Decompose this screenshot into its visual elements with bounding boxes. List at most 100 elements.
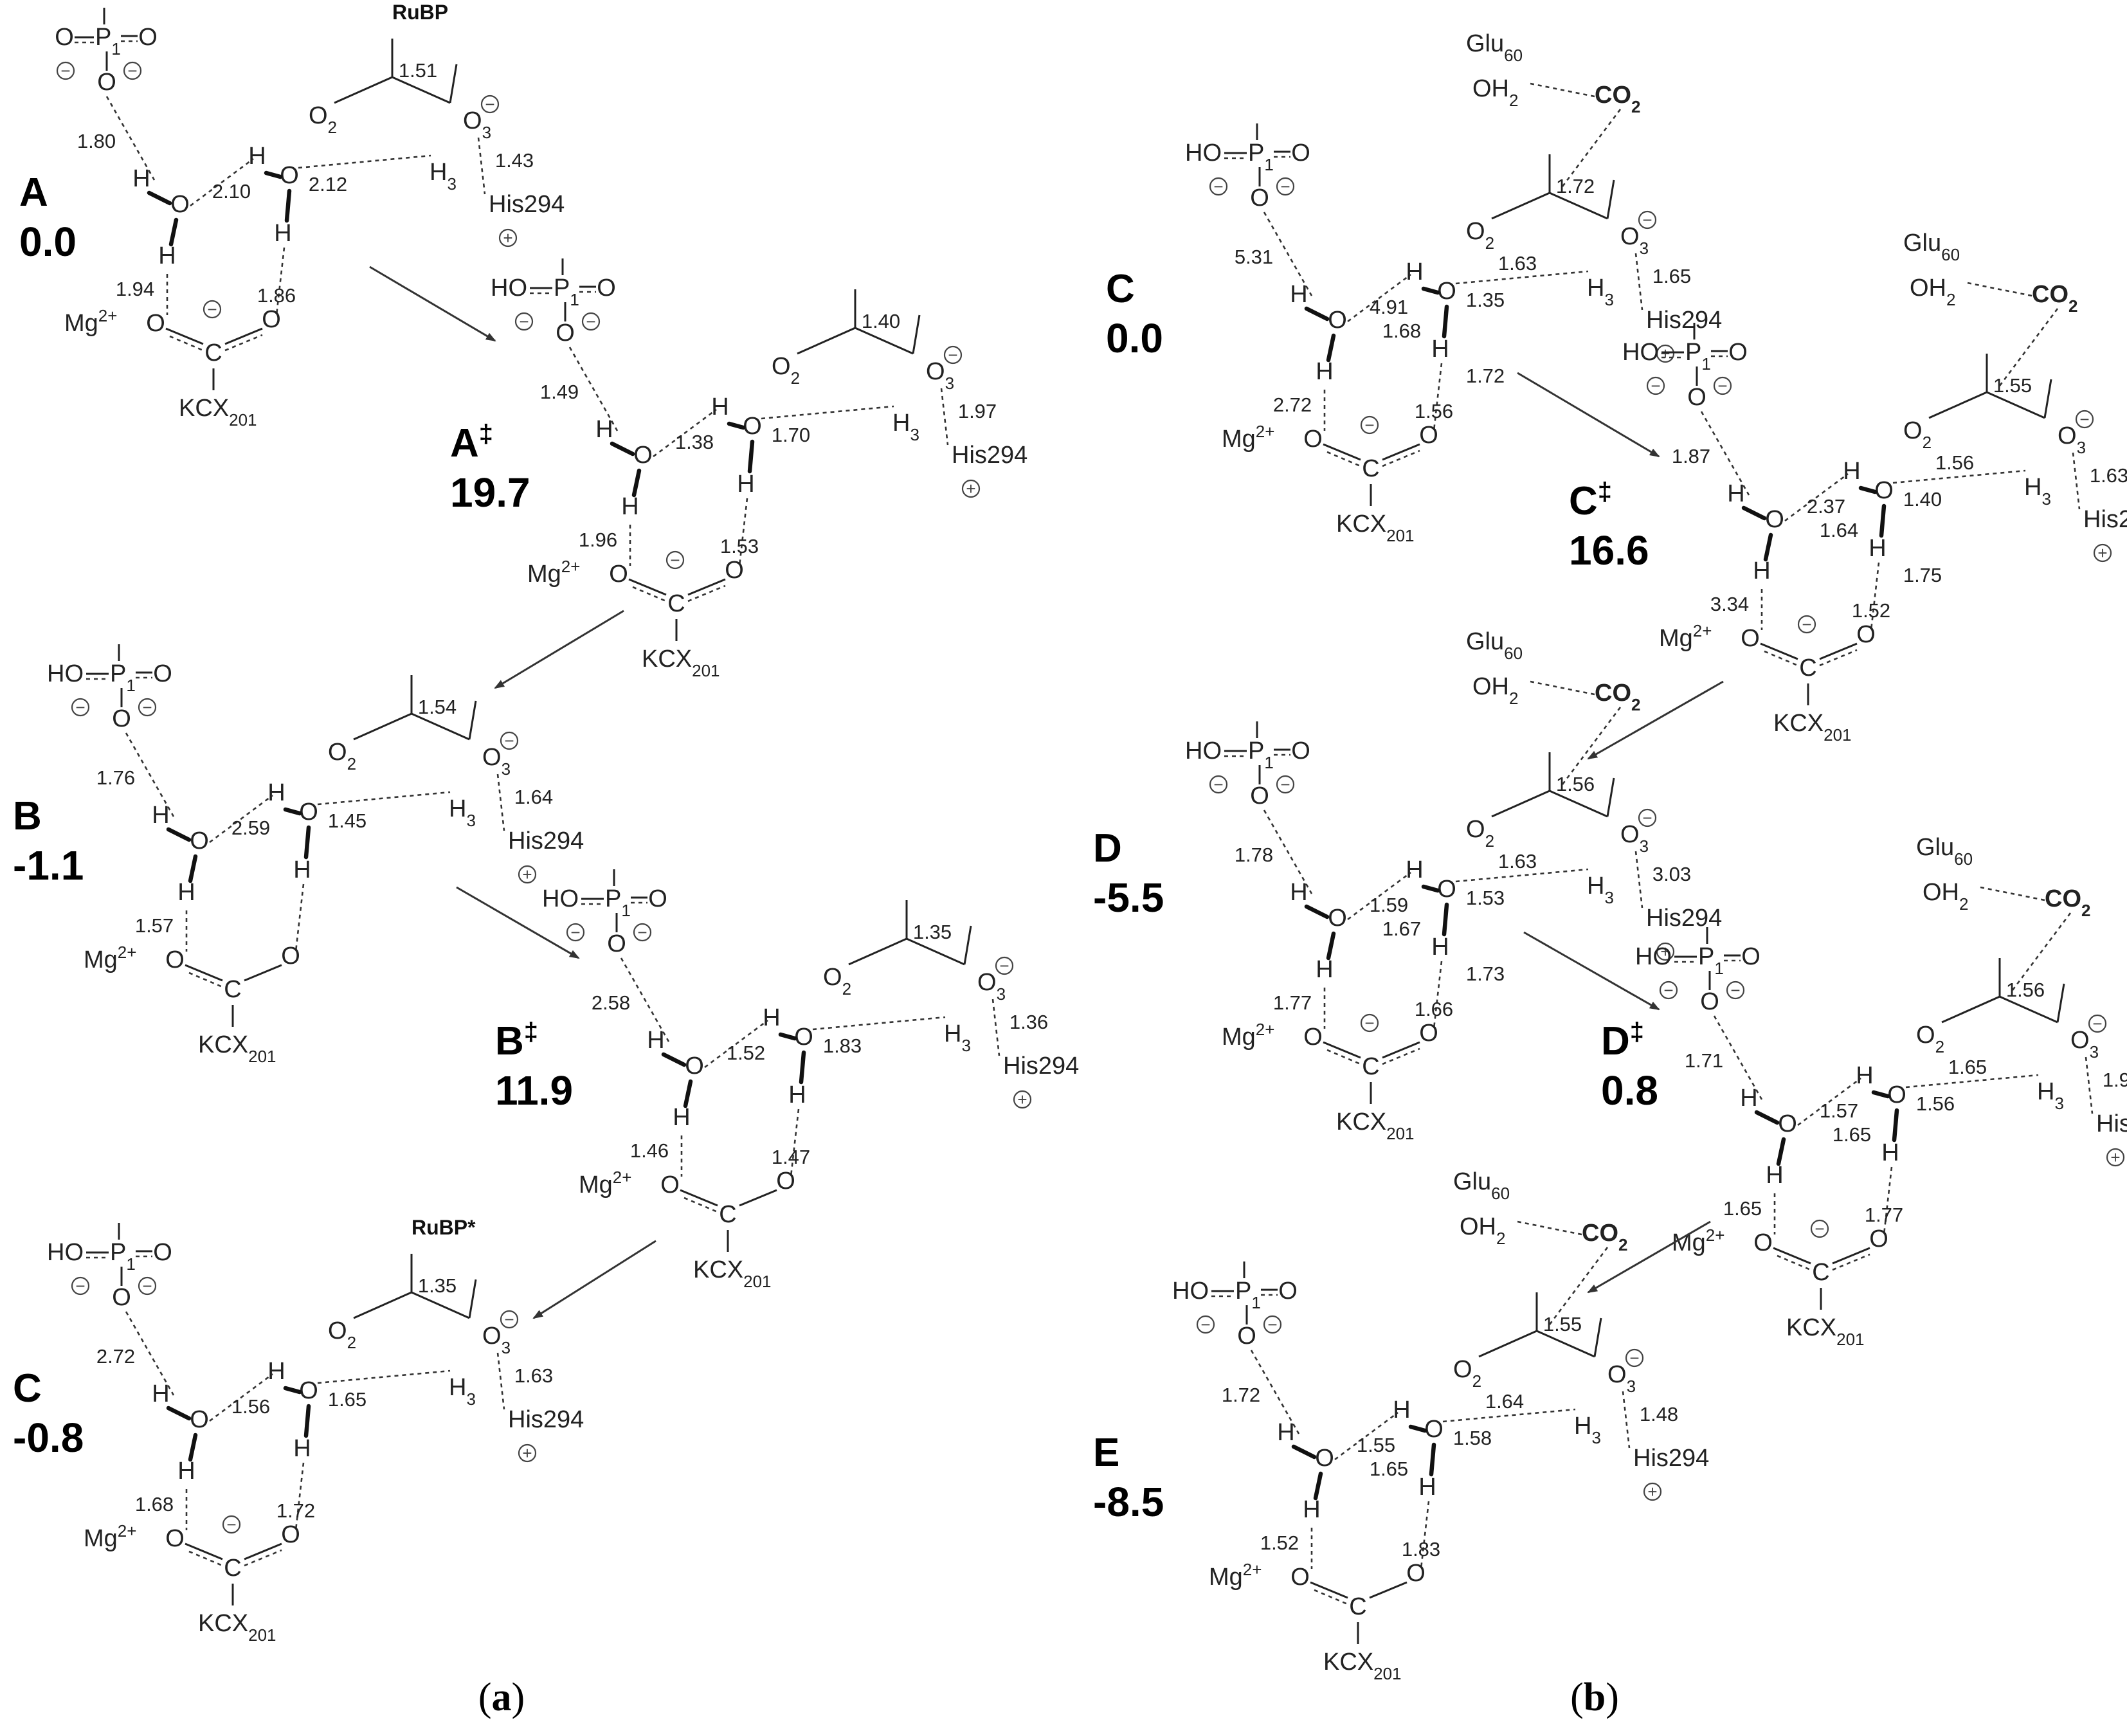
bond-line xyxy=(2011,912,2072,991)
hydrogen: H xyxy=(1843,458,1860,485)
o3-atom: O3 xyxy=(2070,1027,2099,1062)
distance-label: 1.77 xyxy=(1273,991,1312,1014)
hydrogen: H xyxy=(1303,1496,1320,1523)
structure-d-ts: HOP1OO−−OOHHHHO2O3−H3His294+Mg2+OCO−KCX2… xyxy=(1635,834,2127,1349)
negative-charge-icon xyxy=(1646,376,1665,395)
bond-line xyxy=(1980,886,2045,901)
water-oxygen: O xyxy=(299,799,318,826)
carboxylate-oxygen: O xyxy=(1753,1229,1773,1256)
state-b-energy: -1.1 xyxy=(13,842,84,889)
distance-label: 1.72 xyxy=(1556,175,1595,197)
bond-line xyxy=(1382,449,1420,467)
bond-line xyxy=(165,327,204,345)
carboxylate-oxygen: O xyxy=(281,943,300,970)
his294-label: His294 xyxy=(1646,905,1722,932)
reaction-arrow-icon xyxy=(1517,372,1660,458)
phosphate-oxygen: O xyxy=(1250,185,1269,212)
bond-line xyxy=(353,1291,412,1319)
charge-sign: − xyxy=(2079,410,2089,429)
distance-label: 1.76 xyxy=(96,766,135,789)
phosphate-oxygen: O xyxy=(1728,339,1748,366)
bond-line xyxy=(209,1373,273,1422)
distance-label: 1.65 xyxy=(1833,1123,1871,1146)
hydrogen: H xyxy=(293,1435,311,1462)
carboxylate-oxygen: O xyxy=(1741,625,1760,652)
kcx201-label: KCX201 xyxy=(693,1256,772,1291)
negative-charge-icon xyxy=(1810,1219,1829,1238)
bond-line xyxy=(1928,391,1987,419)
bond-line xyxy=(1263,212,1313,296)
bond-line xyxy=(991,999,1000,1056)
carboxylate-carbon: C xyxy=(1799,655,1816,682)
water-oh2-label: OH2 xyxy=(1472,673,1518,708)
phosphorus-atom: P1 xyxy=(1248,140,1274,174)
bond-line xyxy=(1819,642,1858,660)
o3-atom: O3 xyxy=(926,358,954,393)
state-c-ts-label: C‡ xyxy=(1569,478,1612,523)
negative-charge-icon xyxy=(1196,1315,1215,1334)
hydrogen: H xyxy=(1406,258,1423,285)
charge-sign: − xyxy=(1663,981,1673,1000)
water-oh2-label: OH2 xyxy=(1460,1213,1505,1248)
bond-line xyxy=(1549,192,1608,220)
distance-label: 1.56 xyxy=(1415,400,1453,422)
distance-label: 1.45 xyxy=(328,809,367,832)
charge-sign: − xyxy=(1717,376,1727,395)
kcx201-label: KCX201 xyxy=(1773,710,1852,745)
bond-line xyxy=(1433,363,1443,431)
bond-line xyxy=(906,937,965,966)
bond-line xyxy=(303,825,311,860)
bond-line xyxy=(166,827,192,842)
reaction-arrow-icon xyxy=(1523,931,1660,1011)
distance-label: 1.59 xyxy=(1370,894,1408,916)
his294-label: His294 xyxy=(952,442,1027,469)
hydrogen: H xyxy=(1316,358,1333,385)
negative-charge-icon xyxy=(71,698,90,717)
water-oxygen: O xyxy=(1437,876,1456,903)
phosphate-oxygen: HO xyxy=(47,1239,84,1266)
distance-label: 5.31 xyxy=(1235,246,1273,268)
bond-line xyxy=(610,441,635,457)
bond-line xyxy=(1369,1581,1407,1599)
bond-line xyxy=(799,1050,806,1085)
carboxylate-oxygen: O xyxy=(165,1525,185,1552)
bond-line xyxy=(147,190,172,206)
bond-line xyxy=(2043,379,2052,419)
bond-line xyxy=(1323,1041,1361,1059)
hydrogen: H xyxy=(1406,856,1423,883)
distance-label: 1.71 xyxy=(1685,1049,1723,1072)
carboxylate-carbon: C xyxy=(224,1555,241,1582)
charge-sign: − xyxy=(637,923,647,942)
negative-charge-icon xyxy=(1360,415,1379,435)
phosphate-oxygen: O xyxy=(648,885,667,912)
negative-charge-icon xyxy=(1713,376,1732,395)
bond-line xyxy=(353,712,412,741)
hydrogen: H xyxy=(1869,535,1886,562)
bond-line xyxy=(1548,1247,1609,1325)
hydrogen: H xyxy=(152,1380,169,1407)
kcx201-label: KCX201 xyxy=(1336,511,1415,545)
magnesium-ion: Mg2+ xyxy=(527,557,580,588)
negative-charge-icon xyxy=(123,61,142,80)
water-oxygen: O xyxy=(280,162,299,189)
h3-atom: H3 xyxy=(430,159,457,194)
charge-sign: − xyxy=(485,95,494,114)
negative-charge-icon xyxy=(1276,775,1295,794)
negative-charge-icon xyxy=(203,300,222,319)
carboxylate-oxygen: O xyxy=(1419,422,1438,449)
o3-atom: O3 xyxy=(2058,422,2086,457)
hydrogen: H xyxy=(1418,1474,1436,1501)
negative-charge-icon xyxy=(566,923,585,942)
state-c-a-label: C xyxy=(13,1366,42,1411)
bond-line xyxy=(687,584,726,602)
bond-line xyxy=(468,1279,477,1319)
bond-line xyxy=(468,700,477,740)
water-oxygen: O xyxy=(299,1377,318,1404)
distance-label: 1.48 xyxy=(1640,1403,1678,1425)
hydrogen: H xyxy=(763,1004,780,1031)
distance-label: 1.94 xyxy=(116,278,154,300)
carboxylate-oxygen: O xyxy=(1406,1560,1426,1587)
distance-label: 1.56 xyxy=(231,1395,270,1418)
positive-charge-icon xyxy=(1643,1482,1662,1501)
